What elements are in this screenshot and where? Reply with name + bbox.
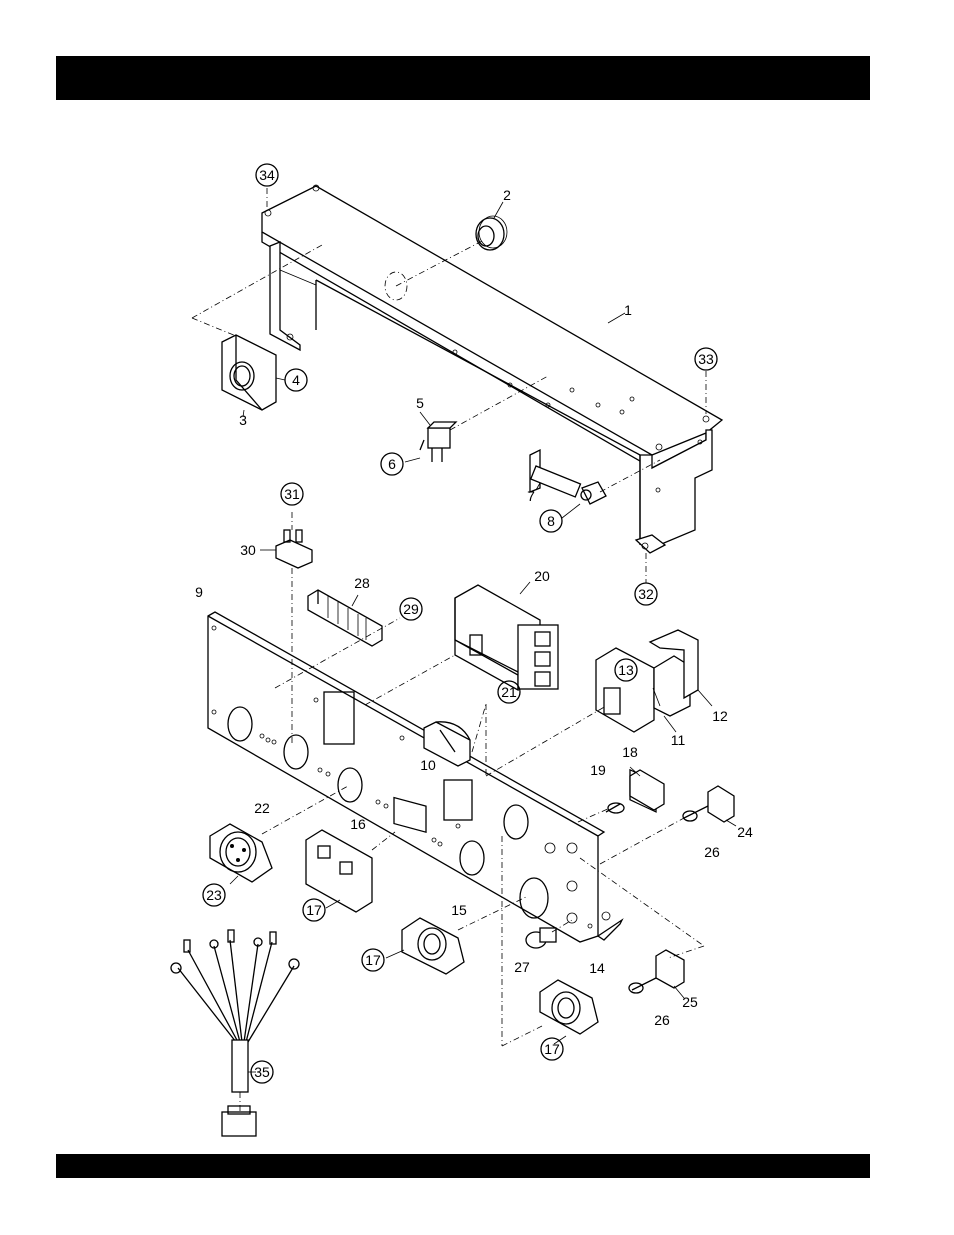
svg-text:17: 17 (365, 952, 381, 968)
circuit-breaker-part (455, 585, 558, 690)
svg-text:13: 13 (618, 662, 634, 678)
svg-text:8: 8 (547, 513, 555, 529)
callout-19: 19 (590, 762, 606, 778)
callout-12: 12 (712, 708, 728, 724)
callout-17-b: 17 (362, 949, 384, 971)
terminal-block-part (308, 590, 382, 646)
callout-7: 7 (527, 488, 535, 504)
grommet-part (476, 216, 507, 250)
footer-bar (56, 1154, 870, 1178)
twist-lock-receptacle-part (210, 824, 272, 882)
svg-text:7: 7 (527, 488, 535, 504)
svg-text:9: 9 (195, 584, 203, 600)
callout-10: 10 (420, 757, 436, 773)
svg-text:3: 3 (239, 412, 247, 428)
callout-13: 13 (615, 659, 637, 681)
callout-4: 4 (285, 369, 307, 391)
svg-text:15: 15 (451, 902, 467, 918)
callout-30: 30 (240, 542, 256, 558)
callout-27: 27 (514, 959, 530, 975)
svg-text:21: 21 (501, 684, 517, 700)
svg-text:5: 5 (416, 395, 424, 411)
receptacle-14-part (540, 980, 598, 1034)
callout-15: 15 (451, 902, 467, 918)
callout-17-a: 17 (303, 899, 325, 921)
toggle-switch-3-part (629, 950, 684, 993)
svg-text:26: 26 (654, 1012, 670, 1028)
svg-text:20: 20 (534, 568, 550, 584)
callout-2: 2 (503, 187, 511, 203)
fuse-holder-part (526, 928, 556, 948)
svg-text:33: 33 (698, 351, 714, 367)
callout-23: 23 (203, 884, 225, 906)
callout-18: 18 (622, 744, 638, 760)
callout-31: 31 (281, 483, 303, 505)
resistor-part (530, 450, 606, 504)
callout-11: 11 (671, 732, 686, 748)
callout-5: 5 (416, 395, 424, 411)
callout-8: 8 (540, 510, 562, 532)
svg-text:28: 28 (354, 575, 370, 591)
callout-3: 3 (239, 412, 247, 428)
svg-text:31: 31 (284, 486, 300, 502)
callout-26-b: 26 (654, 1012, 670, 1028)
svg-text:12: 12 (712, 708, 728, 724)
callout-6: 6 (381, 453, 403, 475)
svg-text:18: 18 (622, 744, 638, 760)
svg-text:29: 29 (403, 601, 419, 617)
callout-20: 20 (534, 568, 550, 584)
callout-22: 22 (254, 800, 270, 816)
svg-text:14: 14 (589, 960, 605, 976)
svg-text:17: 17 (544, 1041, 560, 1057)
svg-text:32: 32 (638, 586, 654, 602)
svg-text:24: 24 (737, 824, 753, 840)
breaker-cover-part (596, 630, 698, 732)
callout-9: 9 (195, 584, 203, 600)
svg-text:19: 19 (590, 762, 606, 778)
svg-text:4: 4 (292, 372, 300, 388)
svg-text:23: 23 (206, 887, 222, 903)
svg-text:1: 1 (624, 302, 632, 318)
svg-text:27: 27 (514, 959, 530, 975)
svg-text:30: 30 (240, 542, 256, 558)
svg-text:26: 26 (704, 844, 720, 860)
callout-35: 35 (251, 1061, 273, 1083)
callout-32: 32 (635, 583, 657, 605)
svg-text:35: 35 (254, 1064, 270, 1080)
svg-text:17: 17 (306, 902, 322, 918)
toggle-switch-2-part (683, 786, 734, 822)
svg-text:22: 22 (254, 800, 270, 816)
toggle-switch-part (606, 770, 664, 813)
callout-34: 34 (256, 164, 278, 186)
callout-24: 24 (737, 824, 753, 840)
callout-17-c: 17 (541, 1038, 563, 1060)
front-control-panel (208, 612, 622, 942)
small-connector-part (420, 422, 456, 462)
callout-1: 1 (624, 302, 632, 318)
callout-29: 29 (400, 598, 422, 620)
svg-text:11: 11 (671, 732, 686, 748)
receptacle-15-part (402, 918, 464, 974)
svg-text:6: 6 (388, 456, 396, 472)
callout-33: 33 (695, 348, 717, 370)
svg-text:2: 2 (503, 187, 511, 203)
diode-module-part (276, 530, 312, 568)
callout-14: 14 (589, 960, 605, 976)
callout-16: 16 (350, 816, 366, 832)
callout-28: 28 (354, 575, 370, 591)
callout-26-a: 26 (704, 844, 720, 860)
svg-text:34: 34 (259, 167, 275, 183)
svg-text:10: 10 (420, 757, 436, 773)
svg-text:25: 25 (682, 994, 698, 1010)
callout-21: 21 (498, 681, 520, 703)
svg-text:16: 16 (350, 816, 366, 832)
receptacle-cover-part (222, 335, 276, 410)
wire-harness-part (171, 930, 299, 1136)
callout-25: 25 (682, 994, 698, 1010)
